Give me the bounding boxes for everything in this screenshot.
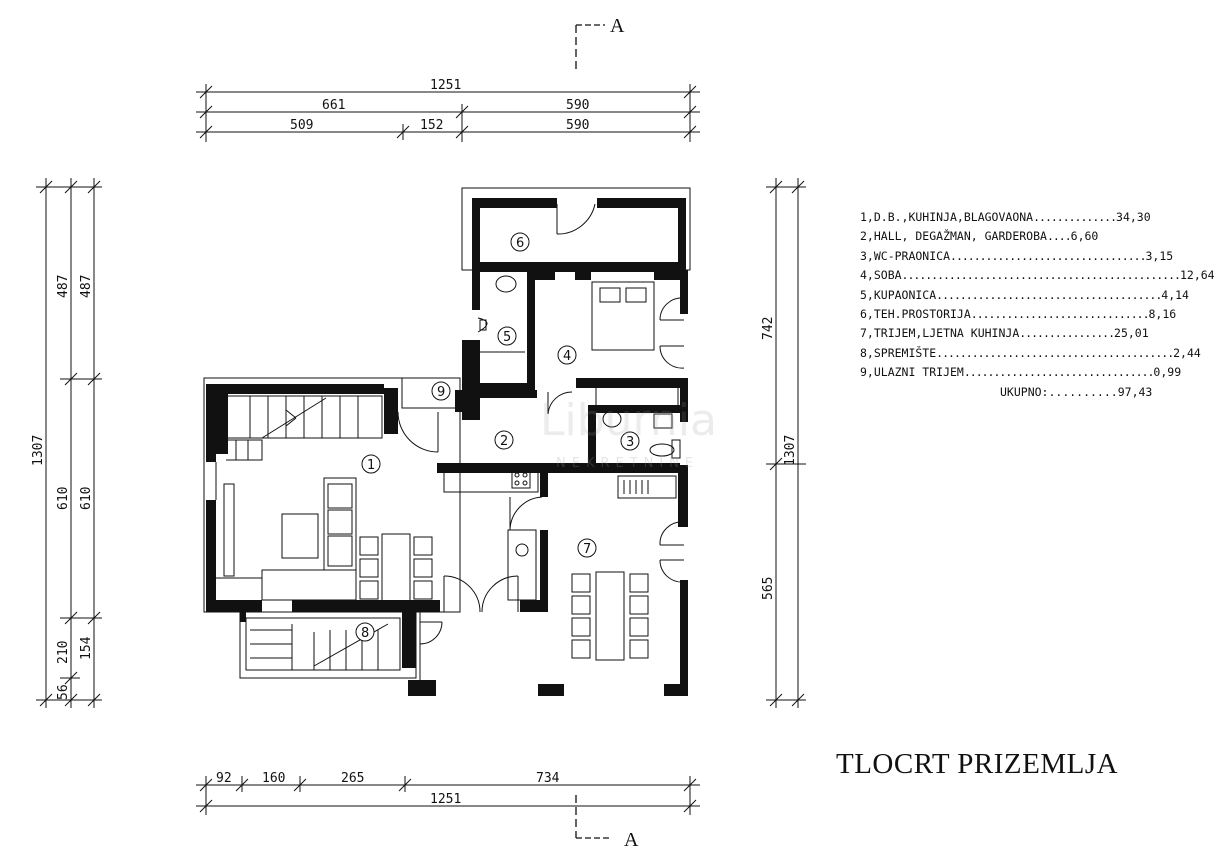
legend-room-area: 34,30: [1116, 210, 1151, 224]
legend-dots: ................................: [963, 365, 1155, 380]
watermark-logo: Liburnia: [540, 395, 717, 446]
dim-left-610b: 610: [79, 487, 94, 510]
right-dimension-lines: [766, 178, 806, 708]
legend-total: UKUPNO:..........97,43: [1000, 383, 1180, 402]
dim-left-610a: 610: [56, 487, 71, 510]
legend-row: 9,ULAZNI TRIJEM.........................…: [860, 363, 1182, 382]
legend-dots: ..............................: [970, 306, 1150, 321]
legend-room-name: 2,HALL, DEGAŽMAN, GARDEROBA: [860, 229, 1047, 244]
dim-top-661: 661: [322, 98, 345, 113]
legend-row: 7,TRIJEM,LJETNA KUHINJA................2…: [860, 324, 1180, 343]
top-dimension-lines: [196, 84, 700, 142]
room-label-9: 9: [437, 385, 445, 400]
legend-dots: ......................................: [936, 287, 1162, 302]
legend-room-area: 6,60: [1070, 229, 1099, 244]
legend-total-label: UKUPNO:: [1000, 384, 1049, 399]
watermark-subtitle: NEKRETNINE: [556, 456, 700, 471]
dim-top-590b: 590: [566, 118, 589, 133]
dim-top-152: 152: [420, 118, 443, 133]
room-labels: [355, 232, 640, 642]
walls: [206, 198, 688, 696]
legend-row: 5,KUPAONICA.............................…: [860, 286, 1189, 305]
legend-room-name: 7,TRIJEM,LJETNA KUHINJA: [860, 326, 1020, 341]
room-label-3: 3: [626, 435, 634, 450]
legend-dots: .................................: [950, 248, 1146, 263]
legend-total-dots: ..........: [1048, 384, 1118, 399]
dim-left-total: 1307: [31, 435, 46, 466]
dim-right-742: 742: [761, 317, 776, 340]
dim-top-590a: 590: [566, 98, 589, 113]
dim-top-total: 1251: [430, 78, 461, 93]
dim-bottom-265: 265: [341, 771, 364, 786]
room-label-6: 6: [516, 236, 524, 251]
plan-title: TLOCRT PRIZEMLJA: [836, 748, 1119, 780]
dim-top-509: 509: [290, 118, 313, 133]
dim-bottom-total: 1251: [430, 792, 461, 807]
legend-room-area: 8,16: [1148, 306, 1177, 321]
legend-row: 1,D.B.,KUHINJA,BLAGOVAONA..............3…: [860, 208, 1180, 227]
legend-row: 2,HALL, DEGAŽMAN, GARDEROBA....6,60: [860, 227, 1180, 246]
legend-room-name: 9,ULAZNI TRIJEM: [860, 365, 964, 380]
legend-dots: ........................................: [936, 345, 1174, 360]
legend-room-name: 8,SPREMIŠTE: [860, 345, 937, 360]
legend-total-value: 97,43: [1117, 384, 1153, 399]
legend-row: 4,SOBA..................................…: [860, 266, 1215, 285]
room-label-7: 7: [583, 542, 591, 557]
dim-left-487a: 487: [56, 275, 71, 298]
legend-room-area: 3,15: [1145, 248, 1174, 263]
dim-left-56: 56: [56, 684, 71, 700]
legend-room-name: 6,TEH.PROSTORIJA: [860, 306, 971, 321]
legend-row: 3,WC-PRAONICA...........................…: [860, 247, 1180, 266]
legend-room-name: 1,D.B.,KUHINJA,BLAGOVAONA: [860, 210, 1034, 224]
legend-dots: ................: [1019, 326, 1115, 341]
room-label-8: 8: [361, 626, 369, 641]
left-dimension-lines: [36, 178, 102, 708]
dim-right-total: 1307: [783, 435, 798, 466]
dim-left-210: 210: [56, 641, 71, 664]
legend-room-area: 2,44: [1173, 345, 1201, 360]
legend-room-area: 12,64: [1179, 268, 1215, 283]
legend-row: 6,TEH.PROSTORIJA........................…: [860, 305, 1180, 324]
legend-room-area: 0,99: [1153, 365, 1182, 380]
dim-right-565: 565: [761, 577, 776, 600]
section-label-bottom: A: [624, 829, 639, 851]
dim-bottom-160: 160: [262, 771, 285, 786]
legend-dots: ....: [1046, 229, 1072, 244]
dim-bottom-92: 92: [216, 771, 232, 786]
dim-left-154: 154: [79, 636, 94, 660]
dim-bottom-734: 734: [536, 771, 560, 786]
legend-room-area: 25,01: [1114, 326, 1149, 341]
dim-left-487b: 487: [79, 275, 94, 298]
room-label-5: 5: [503, 330, 511, 345]
legend-room-area: 4,14: [1161, 287, 1189, 302]
legend-room-name: 5,KUPAONICA: [860, 287, 937, 302]
section-marker-bottom: [575, 795, 610, 839]
room-label-1: 1: [367, 458, 375, 473]
legend-dots: ........................................…: [901, 268, 1181, 283]
room-label-2: 2: [500, 434, 508, 449]
doors: [215, 203, 685, 645]
furniture: [216, 275, 681, 671]
bottom-dimension-lines: [196, 776, 700, 815]
legend-row: 8,SPREMIŠTE.............................…: [860, 344, 1201, 363]
room-label-4: 4: [563, 349, 571, 364]
legend-room-name: 4,SOBA: [860, 268, 902, 283]
room-area-legend: 1,D.B.,KUHINJA,BLAGOVAONA..............3…: [860, 208, 1215, 402]
section-marker-top: [575, 24, 605, 72]
legend-dots: ..............: [1033, 210, 1117, 224]
legend-room-name: 3,WC-PRAONICA: [860, 248, 951, 263]
section-label-top: A: [610, 15, 625, 37]
